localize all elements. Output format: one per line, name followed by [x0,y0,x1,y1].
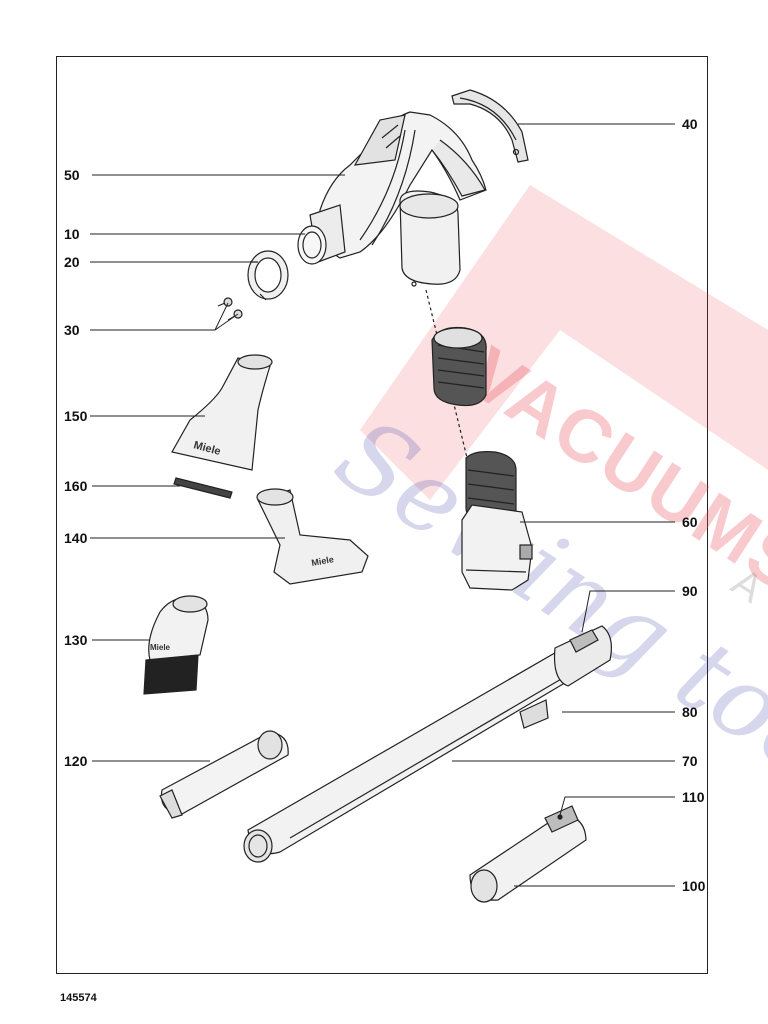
document-number: 145574 [60,992,97,1004]
label-130: 130 [64,632,88,648]
label-30: 30 [64,322,80,338]
label-140: 140 [64,530,88,546]
label-50: 50 [64,167,80,183]
part-40-cover [451,89,529,163]
part-150-nozzle: Miele [171,354,273,471]
label-110: 110 [682,789,705,805]
label-80: 80 [682,704,698,720]
label-100: 100 [682,878,706,894]
part-160-strip [173,477,233,499]
part-130-brush: Miele [143,595,209,695]
part-60-hose-swivel [425,289,533,591]
brand-logo-140: Miele [311,554,335,568]
label-10: 10 [64,226,80,242]
label-90: 90 [682,583,698,599]
label-70: 70 [682,753,698,769]
part-140-nozzle: Miele [256,488,369,585]
label-150: 150 [64,408,88,424]
diagram-frame [56,56,708,974]
brand-logo-130: Miele [150,643,171,652]
label-60: 60 [682,514,698,530]
label-40: 40 [682,116,698,132]
label-160: 160 [64,478,88,494]
part-10-handle-nozzle [297,204,346,265]
part-50-handle [319,111,487,287]
part-80-coupling [553,625,612,687]
part-120-tube [159,730,289,819]
part-100-tube-section [469,805,587,903]
leader-lines [90,123,675,887]
label-20: 20 [64,254,80,270]
label-120: 120 [64,753,88,769]
part-20-ring [247,250,289,301]
